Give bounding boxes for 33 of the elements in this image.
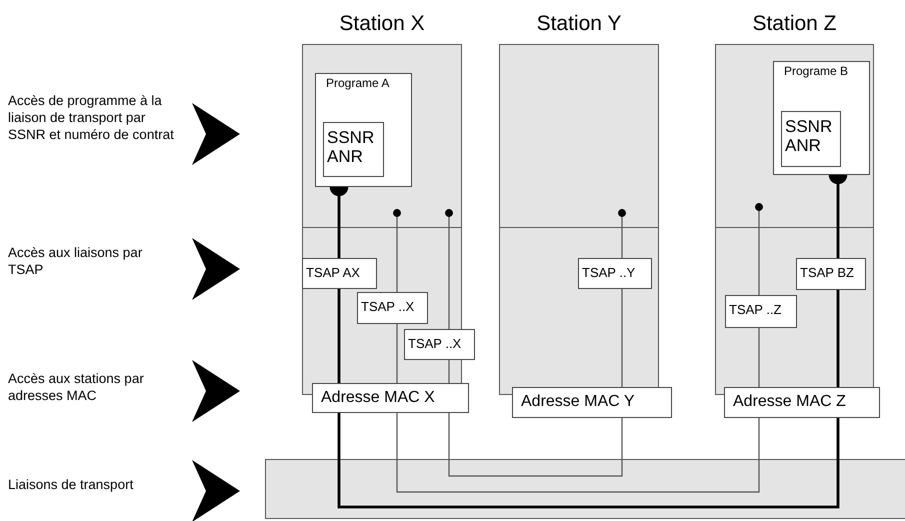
row-label: Accès aux stations par adresses MAC — [8, 370, 145, 404]
tsap-box: TSAP ..Z — [725, 295, 797, 328]
connection-line — [396, 413, 760, 493]
tsap-box: TSAP ..Y — [578, 258, 652, 289]
connection-line — [758, 328, 760, 387]
tsap-box: TSAP ..X — [404, 329, 475, 360]
row-label: Liaisons de transport — [8, 476, 134, 493]
station-title: Station Z — [751, 11, 838, 37]
connection-line — [621, 289, 623, 387]
station-title: Station X — [338, 11, 426, 37]
connection-line — [618, 209, 626, 258]
connection-line — [448, 413, 623, 477]
connection-line — [755, 203, 763, 295]
tsap-box: TSAP BZ — [796, 258, 866, 290]
connection-line — [338, 413, 840, 508]
connection-line — [448, 360, 450, 383]
identifier-box: SSNR ANR — [781, 111, 841, 167]
program-box: Programe A SSNR ANR — [315, 73, 412, 187]
tsap-box: TSAP AX — [302, 258, 377, 289]
mac-address-box: Adresse MAC X — [312, 383, 469, 413]
connection-line — [338, 289, 340, 383]
connection-line — [396, 324, 398, 383]
row-label: Accès de programme à la liaison de transport par SSNR et numéro de contrat — [8, 92, 175, 143]
row-label: Accès aux liaisons par TSAP — [8, 244, 144, 278]
station-title: Station Y — [536, 11, 622, 37]
connection-line — [393, 209, 401, 292]
mac-address-box: Adresse MAC Z — [724, 387, 880, 418]
tsap-box: TSAP ..X — [357, 292, 428, 324]
program-box: Programe B SSNR ANR — [773, 61, 870, 175]
identifier-box: SSNR ANR — [323, 122, 384, 177]
connection-line — [836, 290, 840, 387]
connection-line — [445, 209, 453, 329]
mac-address-box: Adresse MAC Y — [512, 387, 672, 418]
